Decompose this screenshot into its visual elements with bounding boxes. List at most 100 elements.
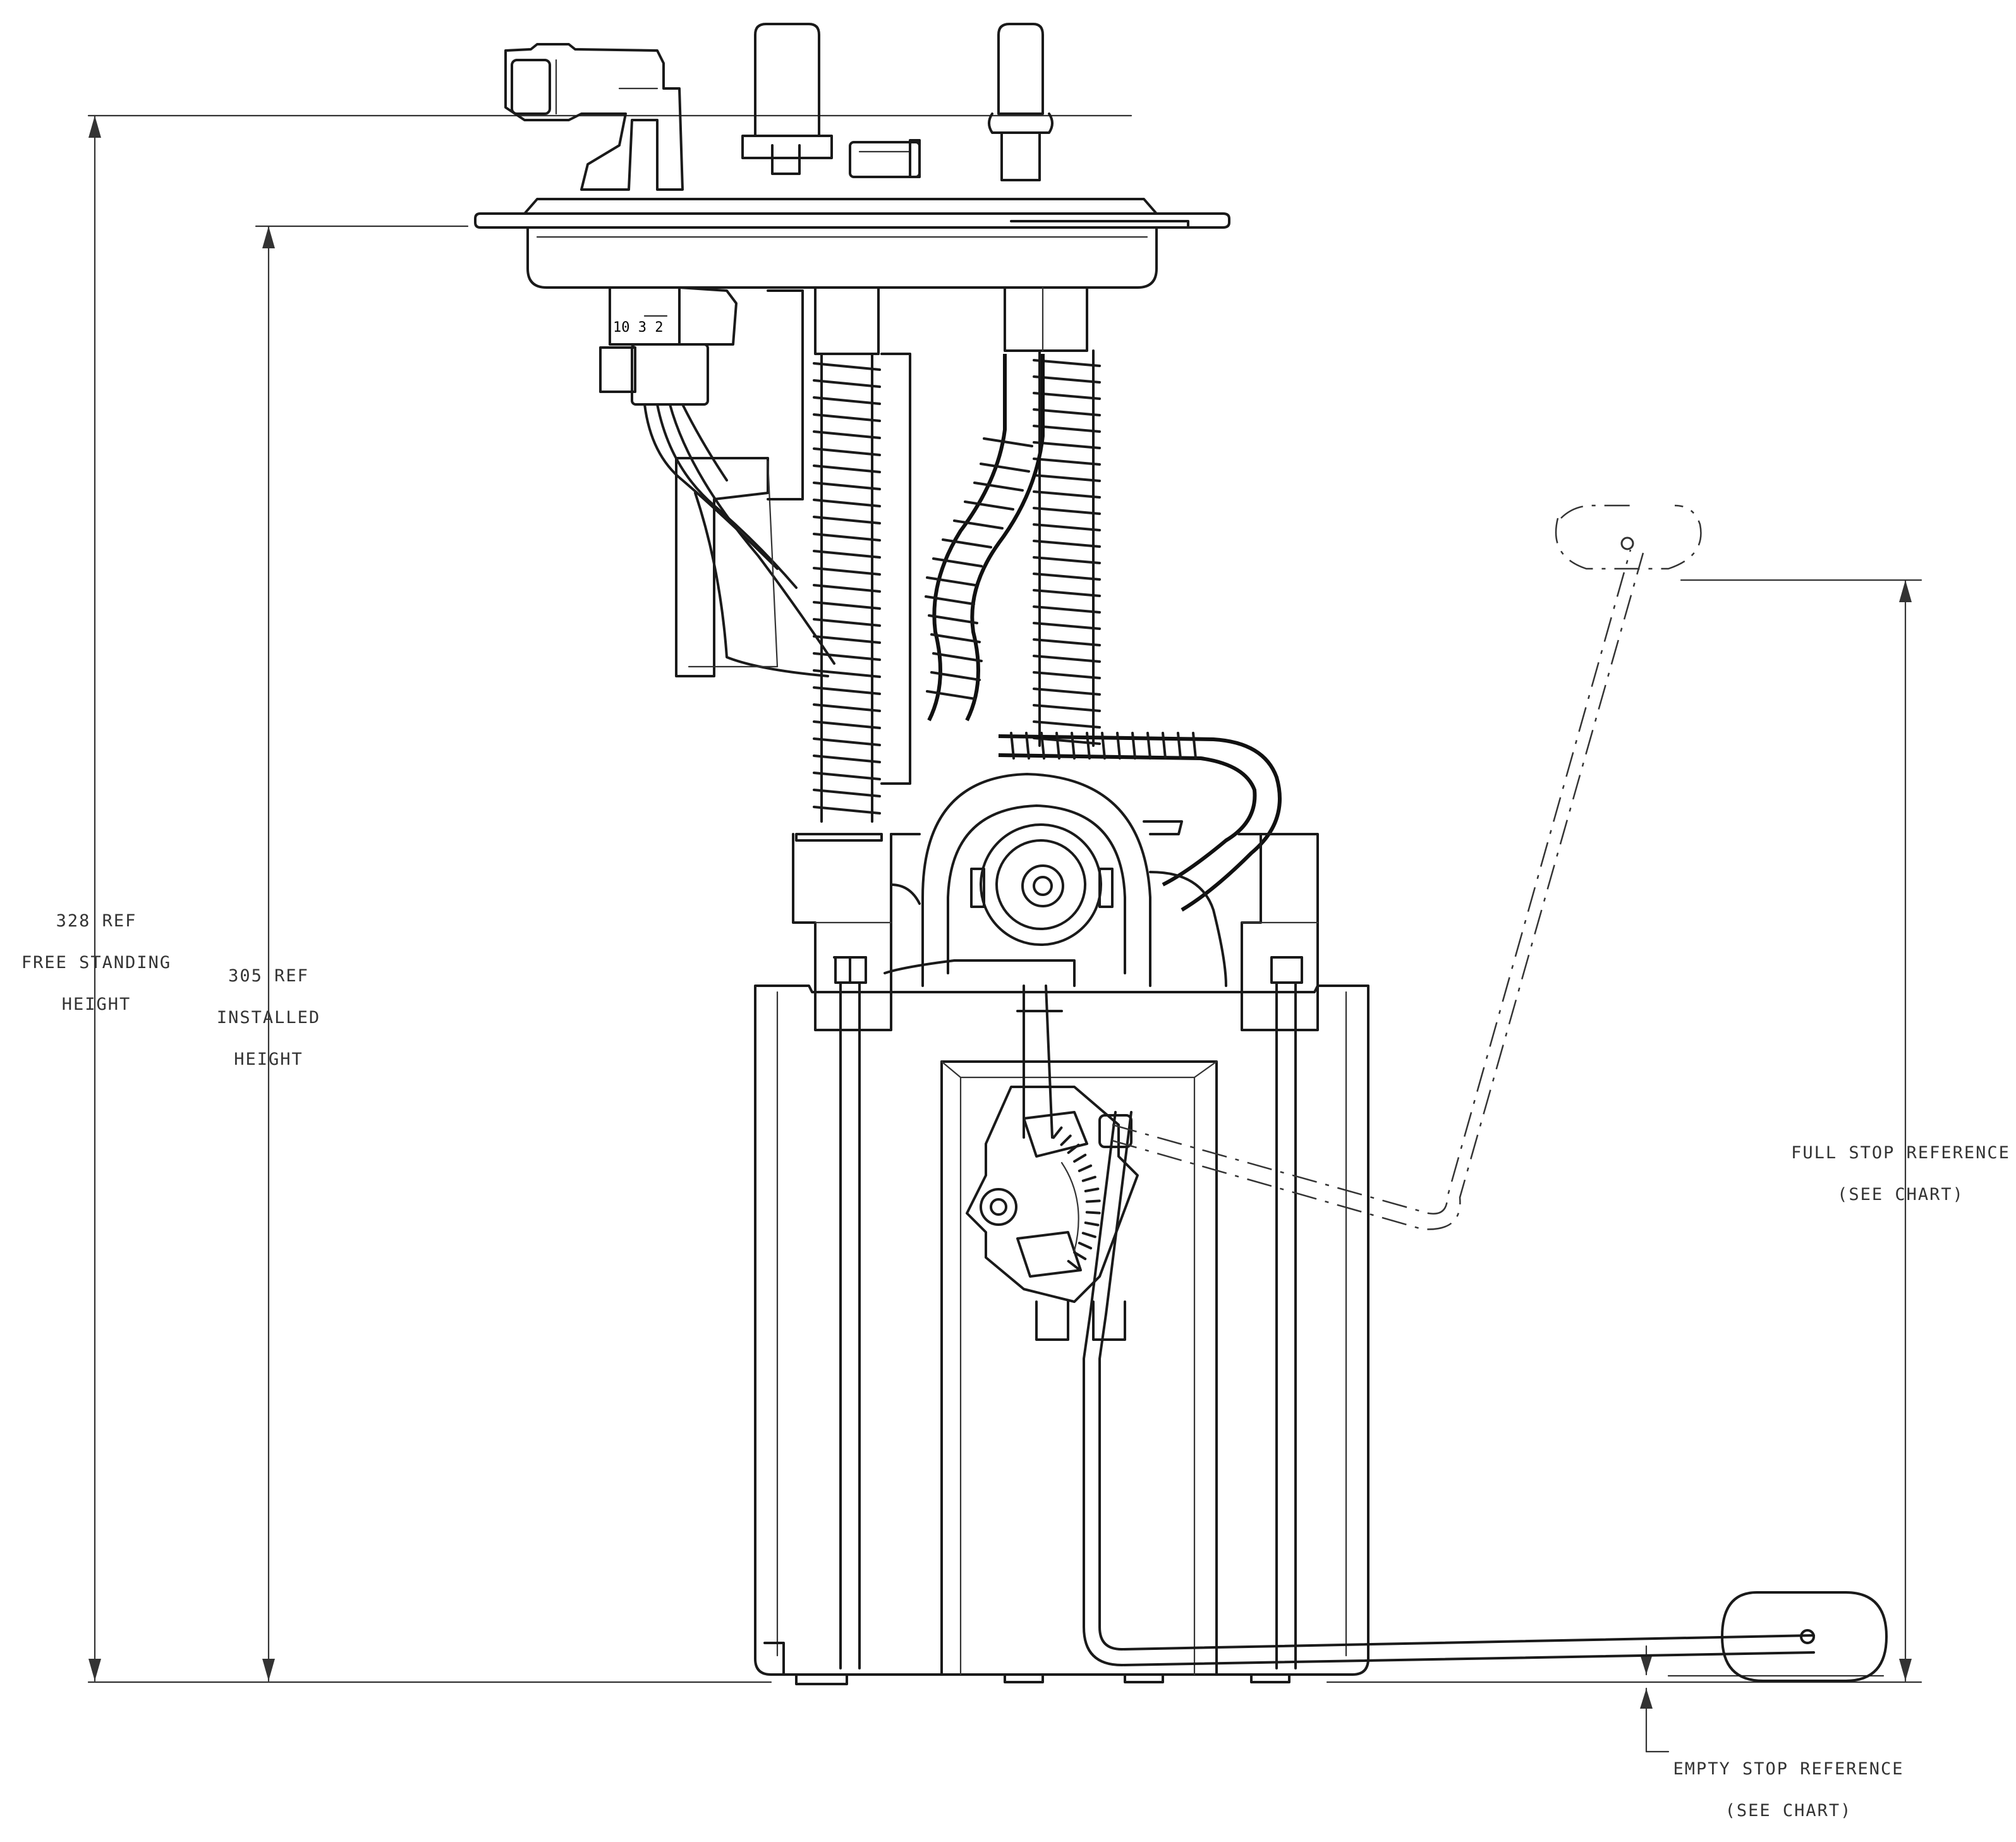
tank-hose-ring — [1010, 732, 1015, 760]
left-hose-ring — [813, 584, 881, 593]
sender-resistor-tick — [1078, 1242, 1093, 1250]
right-hose-ring — [1033, 704, 1101, 712]
full-stop-reference-label: FULL STOP REFERENCE (SEE CHART) — [1788, 1122, 2013, 1226]
left-hose-ring — [813, 618, 881, 627]
flex-hose-ring — [930, 671, 981, 681]
left-hose-ring — [813, 601, 881, 610]
plate-fittings — [849, 139, 921, 178]
sender-resistor-tick — [1073, 1153, 1087, 1163]
flex-hose-ring — [980, 463, 1030, 473]
full-stop-line2: (SEE CHART) — [1837, 1185, 1964, 1204]
return-tube — [988, 23, 1054, 181]
tank-hose-ring — [1025, 732, 1030, 760]
installed-value: 305 REF — [228, 966, 309, 986]
left-hose-ring — [813, 635, 881, 644]
free-standing-suffix: HEIGHT — [61, 995, 131, 1014]
flex-hose-ring — [928, 614, 978, 624]
float-arm-empty — [1083, 1111, 1815, 1666]
installed-text: INSTALLED — [216, 1008, 321, 1027]
left-hose-ring — [813, 550, 881, 559]
sender-resistor-tick — [1084, 1221, 1100, 1227]
right-hose-ring — [1033, 523, 1101, 531]
connector-marking: 10 3 2 — [613, 320, 663, 336]
electrical-connector — [504, 43, 684, 191]
float-arm-wire — [884, 959, 1076, 1139]
left-hose-ring — [813, 806, 881, 815]
wire-harness — [643, 403, 835, 677]
sender-resistor-tick — [1073, 1251, 1087, 1261]
left-hose-ring — [813, 737, 881, 746]
sender-resistor-tick — [1067, 1259, 1080, 1271]
tank-hose-ring — [1101, 732, 1106, 760]
left-hose-ring — [813, 430, 881, 439]
flex-hose-ring — [926, 576, 976, 586]
float-arm-full — [1112, 504, 1702, 1230]
sender-resistor-tick — [1067, 1143, 1080, 1154]
right-hose-ring — [1033, 688, 1101, 696]
flex-hose-ring — [953, 519, 1004, 530]
right-hose-ring — [1033, 425, 1101, 433]
fuel-hose-flex — [925, 354, 1045, 722]
right-hose-ring — [1033, 720, 1101, 729]
tank-hose-ring — [1071, 732, 1076, 760]
left-hose-ring — [813, 720, 881, 729]
pump-motor — [890, 773, 1227, 987]
left-hose-ring — [813, 499, 881, 507]
empty-stop-line1: EMPTY STOP REFERENCE — [1673, 1759, 1904, 1779]
left-hose-ring — [813, 516, 881, 524]
right-hose-ring — [1033, 589, 1101, 597]
sender-resistor-tick — [1052, 1126, 1063, 1139]
flex-hose-ring — [925, 595, 975, 605]
tank-hose-ring — [1177, 732, 1182, 760]
pressure-regulator — [675, 457, 779, 677]
right-hose-ring — [1033, 638, 1101, 646]
right-hose-ring — [1033, 573, 1101, 581]
sender-resistor-tick — [1085, 1211, 1101, 1215]
right-hose-ring — [1033, 507, 1101, 515]
sender-resistor-tick — [1060, 1134, 1072, 1146]
tank-hose-ring — [1162, 732, 1167, 760]
right-hose-ring — [1033, 605, 1101, 614]
reservoir-body — [754, 833, 1369, 1685]
right-hose-ring — [1033, 392, 1101, 400]
flex-hose-ring — [942, 538, 992, 548]
left-hose-ring — [813, 396, 881, 405]
right-hose-ring — [1033, 556, 1101, 564]
left-hose-ring — [813, 379, 881, 388]
flex-hose-ring — [930, 633, 981, 643]
left-hose-ring — [813, 686, 881, 695]
empty-stop-line2: (SEE CHART) — [1725, 1801, 1852, 1821]
flex-hose-ring — [932, 652, 983, 662]
left-hose-ring — [813, 482, 881, 490]
right-hose-ring — [1033, 474, 1101, 482]
right-hose-ring — [1033, 441, 1101, 449]
tank-hose-ring — [1040, 732, 1045, 760]
left-hose-ring — [813, 567, 881, 576]
outlet-tube — [741, 23, 833, 175]
right-hose-ring — [1033, 622, 1101, 630]
right-hose-ring — [1033, 540, 1101, 548]
flex-hose-ring — [926, 690, 976, 700]
flex-hose-ring — [983, 437, 1033, 447]
left-hose-ring — [813, 362, 881, 371]
flange-plate — [474, 198, 1230, 289]
left-spring-hose — [813, 286, 881, 823]
left-hose-ring — [813, 703, 881, 712]
left-hose-ring — [813, 464, 881, 473]
right-hose-ring — [1033, 375, 1101, 384]
sender-resistor-tick — [1081, 1232, 1096, 1239]
full-stop-line1: FULL STOP REFERENCE — [1791, 1143, 2010, 1163]
right-hose-ring — [1033, 671, 1101, 679]
sender-resistor-tick — [1078, 1164, 1093, 1172]
right-hose-ring — [1033, 359, 1101, 367]
flex-hose-ring — [964, 500, 1014, 511]
tank-hose-ring — [1055, 732, 1060, 760]
free-standing-text: FREE STANDING — [21, 953, 172, 973]
sender-resistor-tick — [1084, 1187, 1100, 1192]
empty-stop-reference-label: EMPTY STOP REFERENCE (SEE CHART) — [1662, 1738, 1915, 1842]
tank-hose-ring — [1116, 732, 1121, 760]
right-hose-ring — [1033, 655, 1101, 663]
right-hose-ring — [1033, 457, 1101, 466]
tank-hose-ring — [1086, 732, 1091, 760]
flex-hose-ring — [932, 557, 983, 567]
